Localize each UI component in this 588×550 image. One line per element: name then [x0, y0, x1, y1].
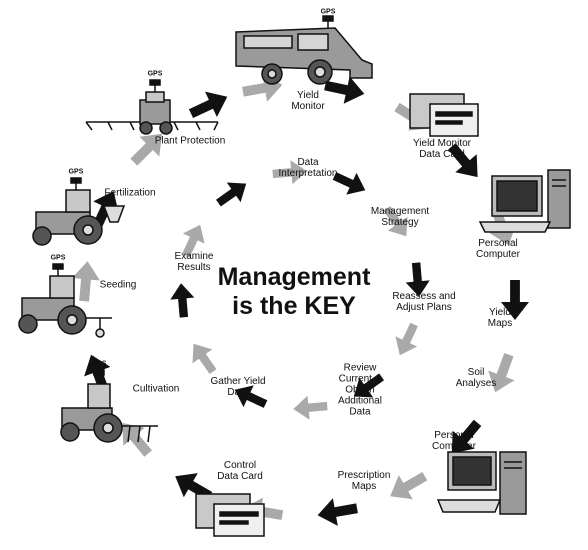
label-review-current-obtain-data: Review Current & Obtain Additional Data: [338, 362, 382, 418]
outer-cycle-arrow: [390, 472, 428, 500]
label-personal-computer-2: Personal Computer: [432, 430, 476, 452]
label-reassess-adjust-plans: Reassess and Adjust Plans: [392, 291, 456, 313]
inner-cycle-arrows: [170, 160, 430, 420]
combine-harvester-icon: [235, 15, 373, 85]
label-seeding: Seeding: [99, 279, 137, 291]
label-gather-yield-data: Gather Yield Data: [210, 376, 266, 398]
outer-cycle-arrow: [448, 143, 478, 178]
gps-label: GPS: [147, 70, 163, 78]
label-plant-protection: Plant Protection: [154, 135, 226, 147]
label-yield-monitor: Yield Monitor: [291, 90, 325, 112]
inner-cycle-arrow: [182, 224, 205, 258]
outer-cycle-arrow: [451, 419, 482, 454]
plant-protection-sprayer-icon: [85, 79, 219, 135]
label-fertilization: Fertilization: [104, 187, 156, 199]
gps-label: GPS: [320, 8, 336, 16]
personal-computer-icon: [478, 169, 571, 233]
label-personal-computer-1: Personal Computer: [476, 238, 520, 260]
outer-cycle-arrow: [501, 280, 529, 320]
gps-label: GPS: [68, 168, 84, 176]
inner-cycle-arrow: [353, 373, 384, 398]
inner-cycle-arrow: [332, 172, 366, 195]
gps-label: GPS: [91, 360, 107, 368]
outer-cycle-arrow: [72, 261, 100, 302]
outer-cycle-arrow: [324, 76, 365, 104]
label-cultivation: Cultivation: [132, 383, 180, 395]
label-yield-monitor-data-card: Yield Monitor Data Card: [413, 138, 471, 160]
control-data-card-icon: [195, 493, 265, 537]
inner-cycle-arrow: [192, 343, 217, 374]
label-yield-maps: Yield Maps: [487, 307, 513, 329]
inner-cycle-arrow: [170, 283, 195, 318]
outer-cycle-arrow: [188, 91, 228, 118]
inner-cycle-arrow: [383, 206, 408, 237]
yield-monitor-data-card-icon: [409, 93, 479, 137]
inner-cycle-arrow: [293, 395, 328, 420]
center-title: Management is the KEY: [217, 263, 371, 320]
label-management-strategy: Management Strategy: [370, 206, 430, 228]
gps-label: GPS: [50, 254, 66, 262]
inner-cycle-arrow: [234, 385, 268, 408]
outer-cycle-arrow: [130, 133, 163, 166]
outer-cycle-arrow: [488, 353, 515, 393]
seeding-tractor-icon: [18, 263, 112, 338]
fertilization-tractor-icon: [32, 177, 126, 246]
inner-cycle-arrow: [272, 160, 307, 185]
label-soil-analyses: Soil Analyses: [455, 367, 497, 389]
inner-cycle-arrow: [405, 262, 430, 297]
label-control-data-card: Control Data Card: [217, 460, 263, 482]
cultivation-tractor-icon: [60, 369, 158, 443]
label-data-interpretation: Data Interpretation: [278, 157, 338, 179]
outer-cycle-arrow: [122, 422, 152, 457]
inner-cycle-arrow: [395, 322, 418, 356]
outer-cycle-arrow: [317, 498, 358, 526]
inner-cycle-arrow: [216, 182, 247, 207]
label-prescription-maps: Prescription Maps: [337, 470, 391, 492]
label-examine-results: Examine Results: [174, 251, 214, 273]
personal-computer-icon: [436, 451, 527, 515]
